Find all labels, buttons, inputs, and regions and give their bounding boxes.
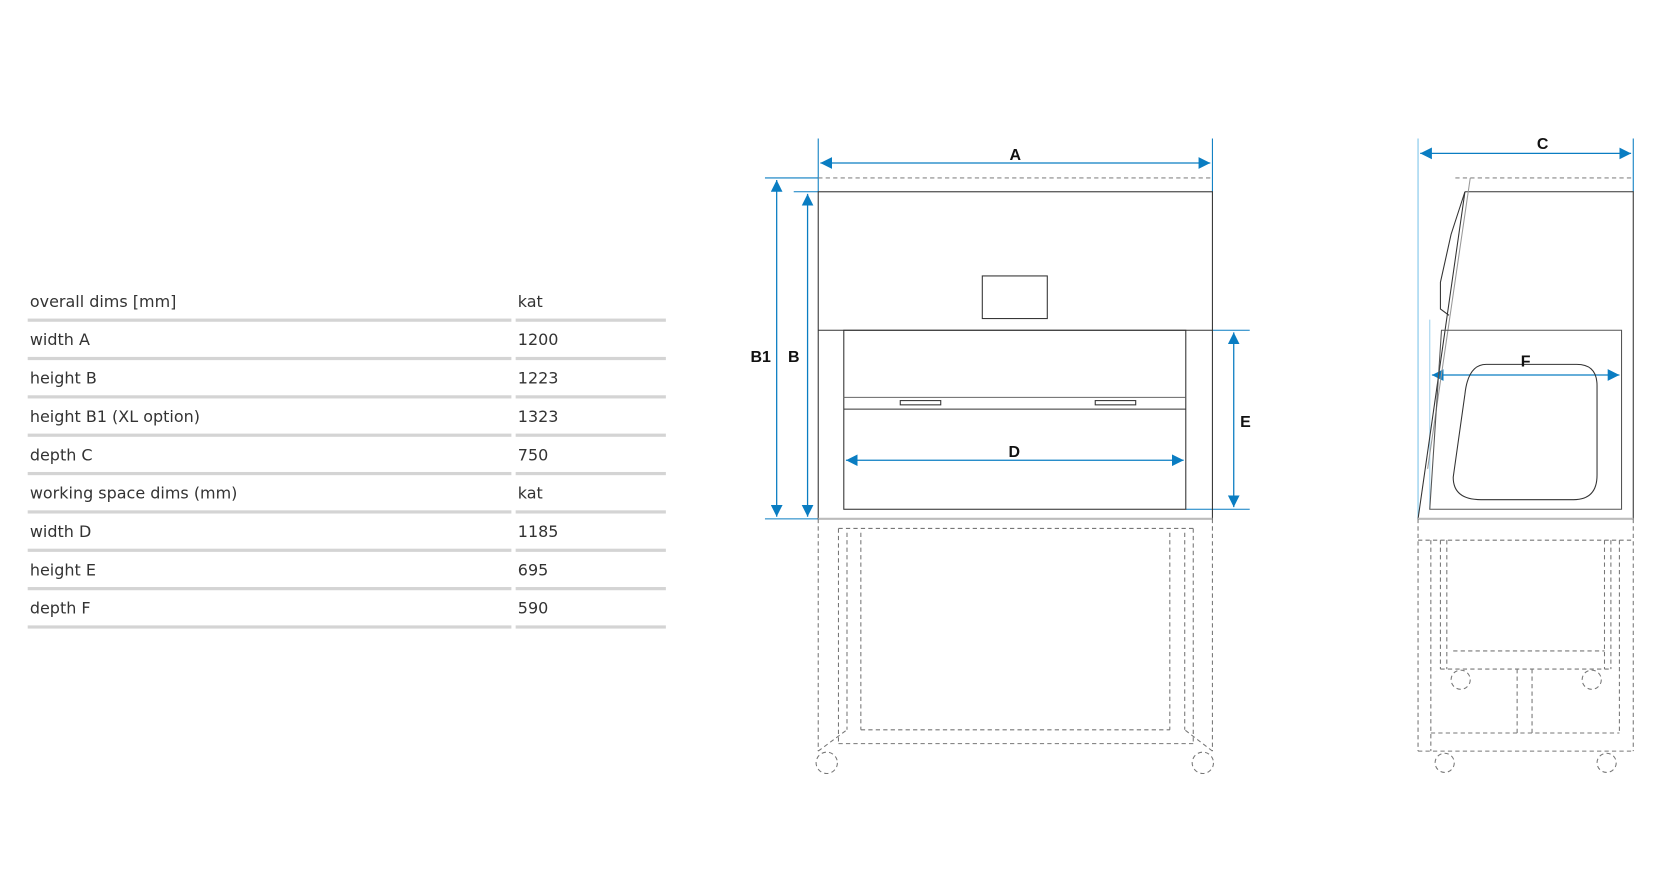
row-value: 1223 <box>515 360 666 399</box>
row-value: kat <box>515 475 666 514</box>
front-cabinet-body <box>817 191 1213 520</box>
label-f: F <box>1521 353 1531 370</box>
table-row: height B1 (XL option)1323 <box>27 398 666 437</box>
caster-icon <box>1450 669 1471 690</box>
caster-icon <box>1434 752 1455 773</box>
row-label: height E <box>27 552 512 591</box>
row-label: width D <box>27 514 512 552</box>
caster-icon <box>1581 669 1602 690</box>
front-view: A B1 B D E <box>750 138 1251 775</box>
side-cabinet-body <box>1417 177 1634 519</box>
row-label: depth C <box>27 437 512 476</box>
side-view: C F <box>1417 136 1634 773</box>
label-a: A <box>1010 147 1022 164</box>
label-b: B <box>788 349 800 366</box>
row-label: height B1 (XL option) <box>27 398 512 437</box>
row-value: 750 <box>515 437 666 476</box>
caster-icon <box>1596 752 1617 773</box>
row-value: 695 <box>515 552 666 591</box>
side-stand <box>1417 518 1634 773</box>
row-label: height B <box>27 360 512 399</box>
caster-icon <box>815 751 838 775</box>
table-row: working space dims (mm)kat <box>27 475 666 514</box>
row-value: kat <box>515 283 666 322</box>
row-label: working space dims (mm) <box>27 475 512 514</box>
row-label: depth F <box>27 590 512 629</box>
label-d: D <box>1008 444 1020 461</box>
row-value: 1323 <box>515 398 666 437</box>
row-value: 1185 <box>515 514 666 552</box>
front-extension-lines <box>764 138 1250 520</box>
front-stand <box>815 518 1215 775</box>
row-label: overall dims [mm] <box>27 283 512 322</box>
label-c: C <box>1537 136 1549 153</box>
row-label: width A <box>27 322 512 361</box>
row-value: 590 <box>515 590 666 629</box>
row-value: 1200 <box>515 322 666 361</box>
control-display <box>981 275 1048 320</box>
label-e: E <box>1240 414 1251 431</box>
table-row: overall dims [mm]kat <box>27 283 666 322</box>
caster-icon <box>1191 751 1215 775</box>
label-b1: B1 <box>750 349 771 366</box>
